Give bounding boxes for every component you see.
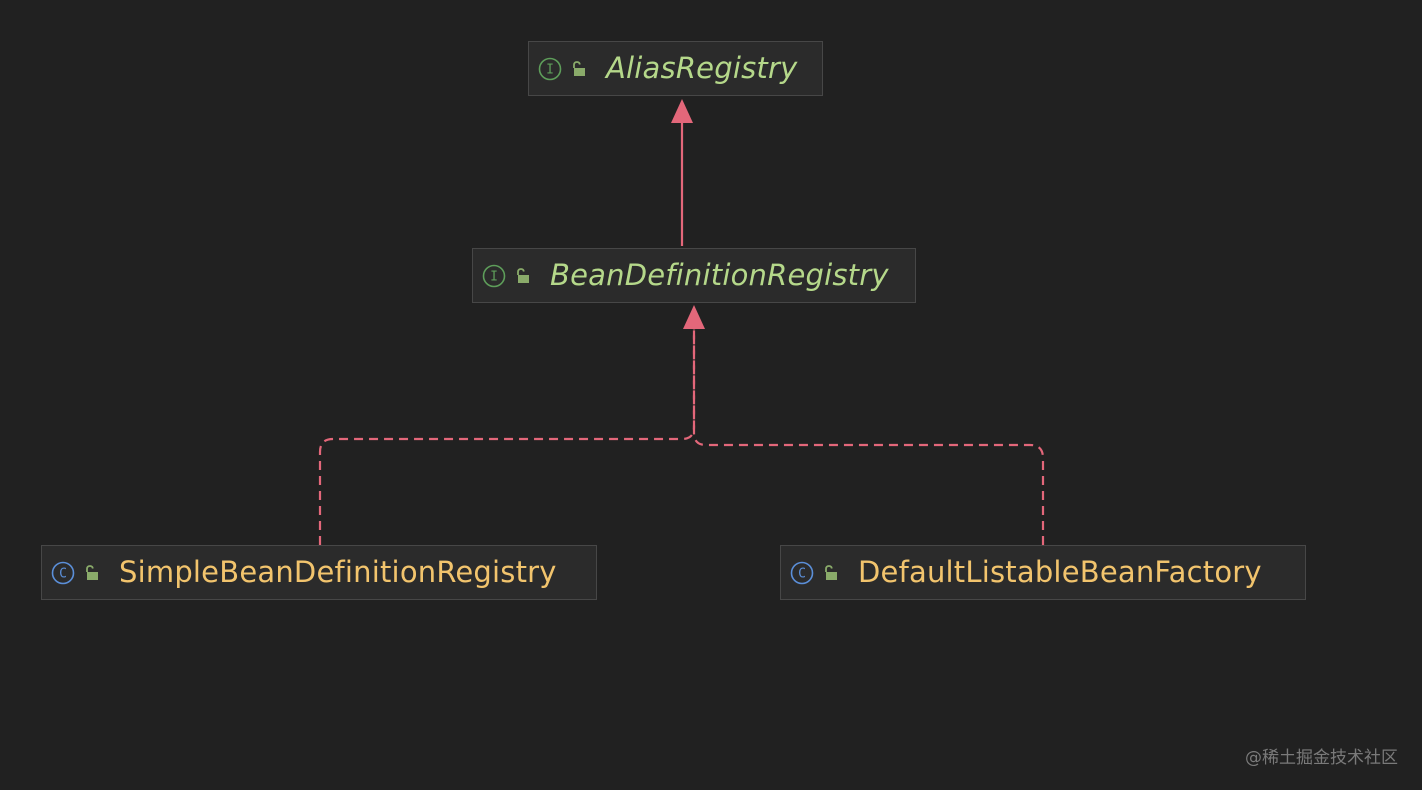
node-label: BeanDefinitionRegistry (550, 258, 889, 292)
lock-open-icon (517, 267, 529, 283)
interface-icon-letter: I (490, 269, 498, 284)
node-default-listable-bean-factory[interactable]: C DefaultListableBeanFactory (780, 545, 1306, 600)
watermark: @稀土掘金技术社区 (1245, 748, 1398, 768)
lock-open-icon (825, 564, 837, 580)
node-label: SimpleBeanDefinitionRegistry (119, 555, 557, 589)
lock-open-icon (86, 564, 98, 580)
interface-icon: I (538, 57, 562, 80)
node-label: AliasRegistry (606, 51, 798, 85)
edge-simple-bean-definition-registry-to-bean-definition-registry (318, 328, 696, 545)
edge-default-listable-bean-factory-to-bean-definition-registry (692, 328, 1045, 545)
class-icon-letter: C (798, 566, 806, 581)
node-alias-registry[interactable]: I AliasRegistry (528, 41, 823, 96)
node-bean-definition-registry[interactable]: I BeanDefinitionRegistry (472, 248, 916, 303)
interface-icon: I (482, 264, 506, 287)
node-simple-bean-definition-registry[interactable]: C SimpleBeanDefinitionRegistry (41, 545, 597, 600)
interface-icon-letter: I (546, 62, 554, 77)
class-icon: C (790, 561, 814, 584)
arrowhead-alias-registry (671, 99, 693, 123)
lock-open-icon (573, 60, 585, 76)
node-label: DefaultListableBeanFactory (858, 555, 1262, 589)
class-icon: C (51, 561, 75, 584)
class-icon-letter: C (59, 566, 67, 581)
arrowhead-bean-definition-registry (683, 305, 705, 329)
